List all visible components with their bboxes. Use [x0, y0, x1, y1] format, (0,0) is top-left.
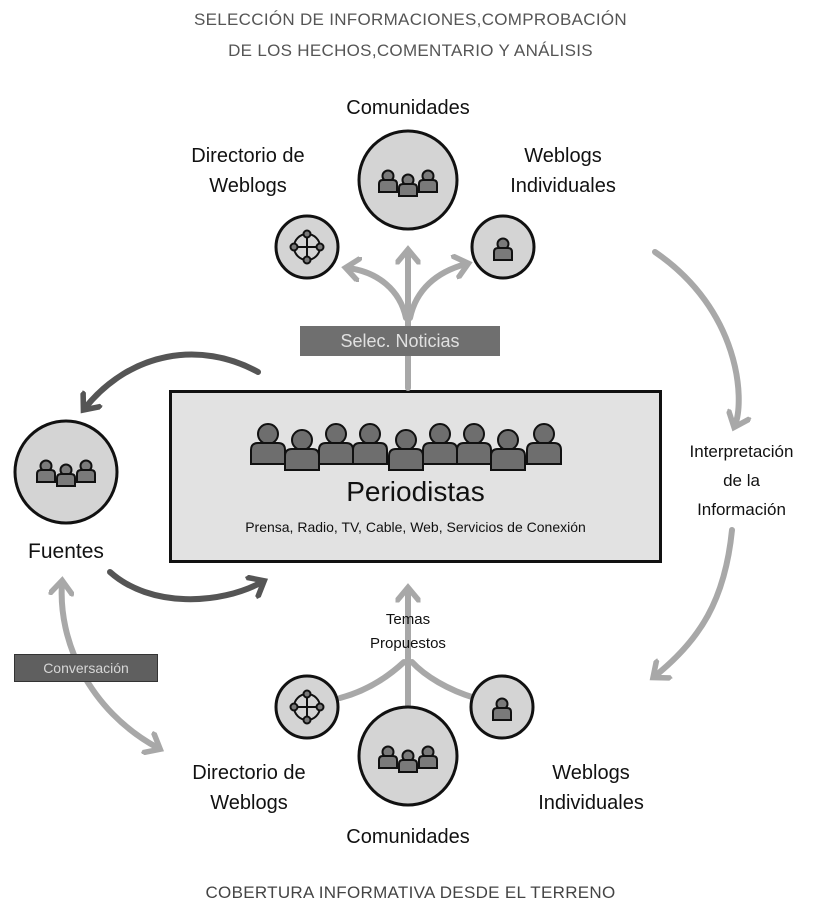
top-directorio-circle: [274, 214, 340, 280]
from-fuentes-arrow: [107, 569, 262, 603]
bottom-weblogs-label-1: Weblogs: [552, 762, 630, 784]
periodistas-crowd-icon: [250, 423, 562, 471]
interpretacion-arrow-lower: [655, 527, 735, 676]
interpretacion-arrow: [652, 249, 739, 425]
bottom-directorio-circle: [274, 674, 340, 740]
bottom-weblogs-circle: [469, 674, 535, 740]
footer-title: COBERTURA INFORMATIVA DESDE EL TERRENO: [205, 883, 616, 902]
top-fan-arrows: [348, 252, 466, 391]
selec-noticias-tag: Selec. Noticias: [300, 326, 500, 356]
fuentes-circle: [13, 419, 119, 525]
group-icon: [378, 169, 438, 197]
fuentes-label: Fuentes: [28, 540, 104, 563]
bottom-comunidades-label: Comunidades: [346, 826, 470, 848]
periodistas-subtitle: Prensa, Radio, TV, Cable, Web, Servicios…: [245, 519, 586, 535]
periodistas-box: [169, 390, 662, 563]
top-comunidades-circle: [357, 129, 459, 231]
bottom-directorio-label-2: Weblogs: [210, 792, 288, 814]
bottom-weblogs-label-2: Individuales: [538, 792, 644, 814]
conversacion-tag: Conversación: [14, 654, 158, 682]
temas-label-2: Propuestos: [370, 635, 446, 652]
periodistas-title: Periodistas: [346, 476, 485, 507]
bottom-fan-arrows: [337, 590, 478, 715]
top-comunidades-label: Comunidades: [346, 97, 470, 119]
to-fuentes-arrow: [85, 351, 261, 408]
group-icon: [378, 745, 438, 773]
network-icon: [289, 689, 325, 725]
network-icon: [289, 229, 325, 265]
top-weblogs-circle: [470, 214, 536, 280]
bottom-comunidades-circle: [357, 705, 459, 807]
interpretacion-label-2: de la: [723, 471, 760, 490]
temas-label-1: Temas: [385, 611, 431, 628]
top-directorio-label-1: Directorio de: [191, 145, 305, 167]
interpretacion-label-1: Interpretación: [689, 442, 794, 461]
bottom-directorio-label-1: Directorio de: [192, 762, 306, 784]
top-weblogs-label-2: Individuales: [510, 175, 616, 197]
header-line-2: DE LOS HECHOS,COMENTARIO Y ANÁLISIS: [228, 41, 593, 60]
header-line-1: SELECCIÓN DE INFORMACIONES,COMPROBACIÓN: [194, 10, 627, 29]
group-icon: [36, 459, 96, 487]
top-directorio-label-2: Weblogs: [209, 175, 287, 197]
interpretacion-label-3: Información: [697, 500, 786, 519]
top-weblogs-label-1: Weblogs: [524, 145, 602, 167]
